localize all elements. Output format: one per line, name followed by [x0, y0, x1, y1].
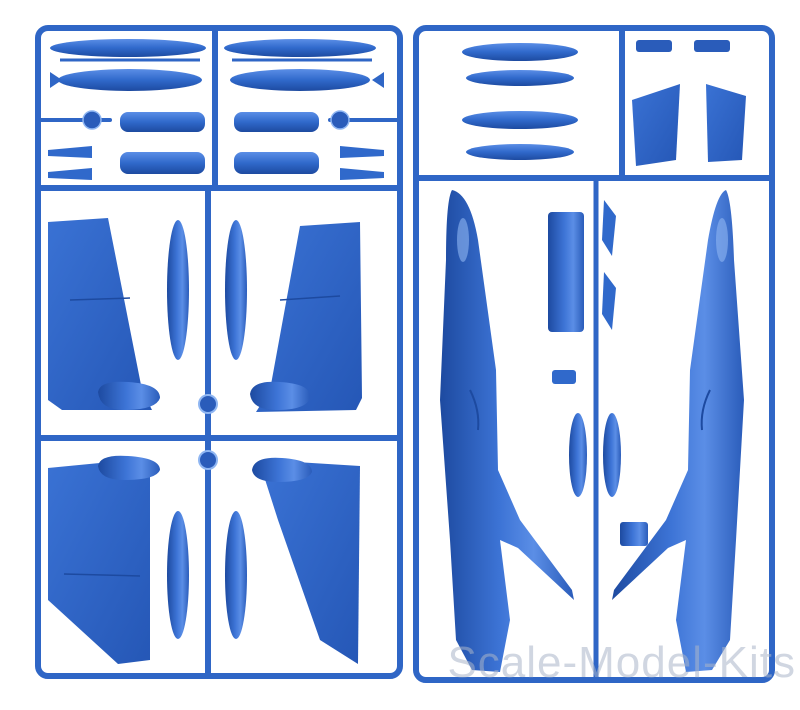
wing-upper-right: [250, 222, 362, 412]
slender-pods-lower: [167, 450, 247, 639]
tail-fins-small: [632, 40, 746, 166]
fuselage-half-right: [612, 190, 744, 672]
left-sprue-frame: [35, 25, 403, 679]
right-sprue-frame: [413, 25, 775, 683]
drop-tank-left-1: [50, 39, 206, 91]
drop-tanks-right-sprue: [462, 43, 578, 160]
cockpit-tub: [548, 200, 648, 546]
fuselage-half-left: [440, 190, 574, 672]
slender-pods-upper: [167, 220, 247, 414]
wing-lower-right: [252, 457, 360, 664]
wing-upper-left: [48, 218, 160, 410]
wing-lower-left: [48, 455, 160, 664]
pod-parts: [48, 110, 384, 180]
drop-tank-right-1: [224, 39, 384, 91]
